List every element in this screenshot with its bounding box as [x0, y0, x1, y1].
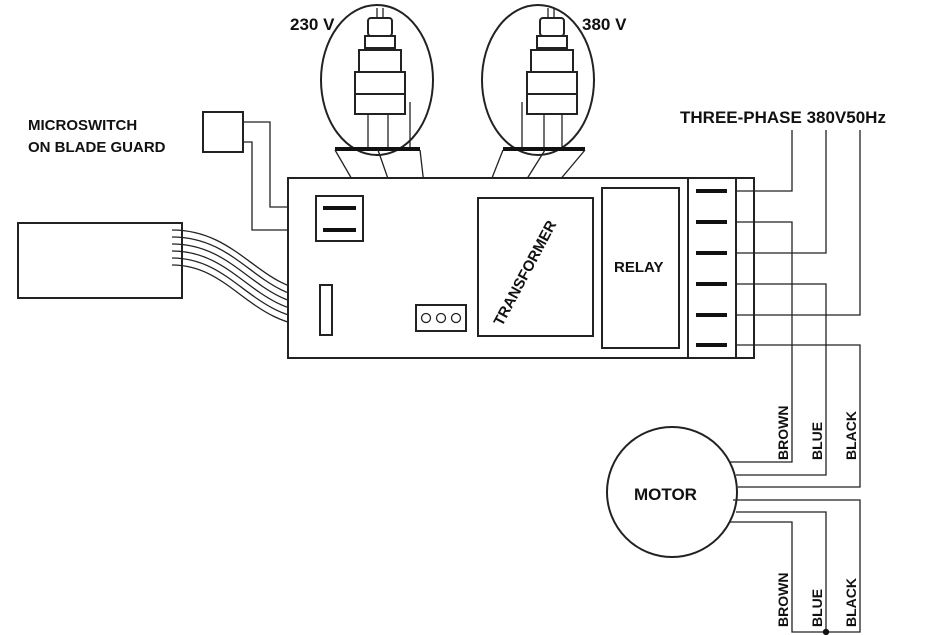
transformer-block	[477, 197, 594, 337]
label-230v: 230 V	[290, 15, 335, 34]
remote-control-box	[17, 222, 183, 299]
label-microswitch-line1: MICROSWITCH	[28, 117, 137, 134]
microswitch-wire-b	[243, 141, 318, 231]
relay-block	[601, 187, 680, 349]
motor-label: MOTOR	[634, 485, 697, 504]
plug-380v-bubble	[481, 4, 595, 156]
motor	[606, 426, 738, 558]
terminal-block	[687, 177, 755, 359]
voltage-selector-socket	[415, 304, 467, 332]
ribbon-connector	[319, 284, 333, 336]
wire-label-blue-lower: BLUE	[809, 589, 825, 627]
motor-lower-wires	[730, 499, 861, 635]
wire-label-blue-upper: BLUE	[809, 422, 825, 460]
microswitch-box	[202, 111, 244, 153]
relay-label: RELAY	[614, 259, 663, 276]
label-three-phase-supply: THREE-PHASE 380V50Hz	[680, 108, 886, 127]
wire-label-black-upper: BLACK	[843, 411, 859, 460]
wire-label-black-lower: BLACK	[843, 578, 859, 627]
microswitch-connector	[315, 195, 364, 242]
supply-wires	[736, 130, 861, 316]
label-microswitch-line2: ON BLADE GUARD	[28, 139, 166, 156]
plug-230v-bubble	[320, 4, 434, 156]
label-380v: 380 V	[582, 15, 627, 34]
motor-wires	[730, 221, 861, 488]
wire-label-brown-lower: BROWN	[775, 573, 791, 627]
wire-label-brown-upper: BROWN	[775, 406, 791, 460]
